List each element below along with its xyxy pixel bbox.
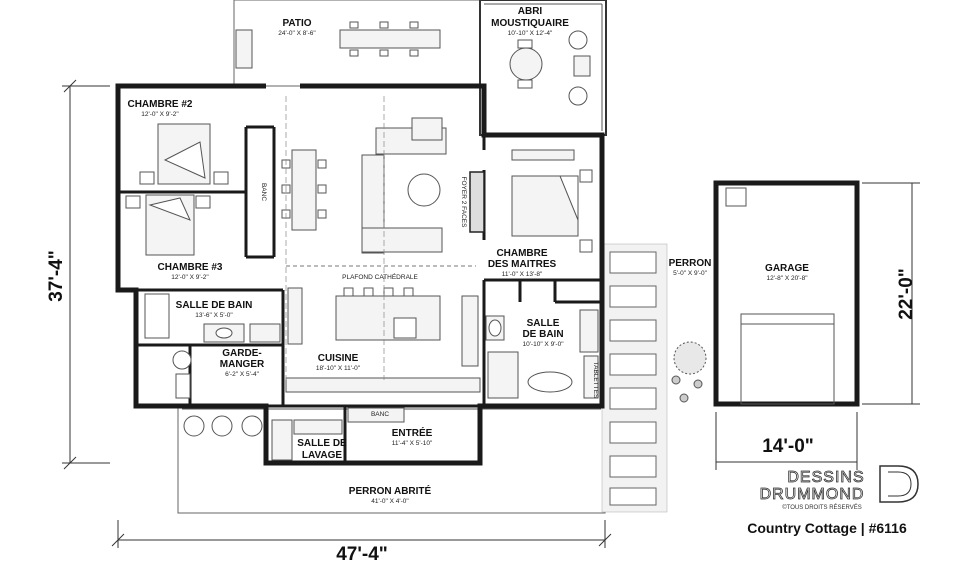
salle-bain-maitre-dims: 10'-10" X 9'-0"	[522, 341, 564, 348]
entree-label: ENTRÉE	[392, 426, 433, 439]
cuisine-label: CUISINE	[318, 353, 359, 364]
dimension-garage-width	[715, 412, 858, 470]
tablettes-label: TABLETTES	[592, 362, 599, 399]
brand-copyright: ©TOUS DROITS RÉSERVÉS	[782, 504, 862, 511]
perron-dims: 5'-0" X 9'-0"	[673, 270, 708, 277]
garage-walls	[713, 180, 860, 407]
brand-line2: DRUMMOND	[760, 486, 865, 503]
bedroom3-furniture	[125, 194, 211, 256]
bathroom-fixtures	[144, 287, 303, 345]
chambre3-dims: 12'-0" X 9'-2"	[171, 274, 209, 281]
garage-door	[740, 313, 835, 405]
perron-label: PERRON	[669, 258, 712, 269]
chambre2-label: CHAMBRE #2	[127, 99, 192, 110]
plan-name: Country Cottage | #6116	[747, 520, 907, 536]
dining-set	[281, 149, 327, 231]
laundry-fixtures	[271, 407, 405, 461]
chambre-maitres-dims: 11'-0" X 13'-8"	[502, 271, 543, 278]
salle-lavage-label-1: SALLE DE	[297, 438, 347, 449]
fireplace	[469, 171, 485, 233]
garde-manger-label-1: GARDE-	[222, 348, 261, 359]
garde-manger-label-2: MANGER	[220, 359, 265, 370]
brand-logo	[879, 465, 919, 503]
salle-bain-dims: 13'-6" X 5'-0"	[195, 312, 233, 319]
chambre3-label: CHAMBRE #3	[157, 262, 222, 273]
salle-lavage-label-2: LAVAGE	[302, 450, 343, 461]
patio-label: PATIO	[282, 18, 311, 29]
porch-chairs	[183, 415, 263, 437]
patio-furniture	[235, 21, 591, 106]
bedroom2-furniture	[139, 123, 229, 185]
master-bath-fixtures	[485, 309, 599, 399]
brand-line1: DESSINS	[787, 469, 864, 486]
chambre2-dims: 12'-0" X 9'-2"	[141, 111, 179, 118]
dim-garage-width-label: 14'-0"	[762, 436, 814, 457]
abri-dims: 10'-10" X 12'-4"	[508, 30, 553, 37]
banc-vertical-label: BANC	[260, 183, 267, 201]
entree-dims: 11'-4" X 5'-10"	[392, 440, 433, 447]
garde-manger-dims: 6'-2" X 5'-4"	[225, 371, 260, 378]
chambre-maitres-label-2: DES MAITRES	[488, 259, 557, 270]
dim-bottom-label: 47'-4"	[336, 544, 388, 565]
plafond-label: PLAFOND CATHÉDRALE	[342, 272, 418, 281]
salle-bain-label: SALLE DE BAIN	[176, 300, 253, 311]
abri-label-2: MOUSTIQUAIRE	[491, 18, 569, 29]
main-exterior-wall	[115, 83, 605, 466]
perron-abrite-label: PERRON ABRITÉ	[349, 484, 432, 497]
salle-bain-maitre-label-1: SALLE	[527, 318, 560, 329]
garage-label: GARAGE	[765, 263, 809, 274]
living-furniture	[361, 117, 447, 254]
patio-dims: 24'-0" X 8'-6"	[278, 30, 316, 37]
cuisine-dims: 18'-10" X 11'-0"	[316, 365, 361, 372]
dimension-garage-height	[862, 182, 920, 405]
abri-label-1: ABRI	[518, 6, 543, 17]
landscaping	[671, 341, 707, 403]
kitchen-island	[285, 287, 481, 393]
stepping-stones	[609, 251, 657, 506]
salle-bain-maitre-label-2: DE BAIN	[522, 329, 563, 340]
pantry-fixtures	[172, 350, 192, 399]
dimension-left	[62, 79, 110, 470]
dimension-bottom	[111, 520, 612, 548]
banc-entree-label: BANC	[371, 411, 389, 418]
perron-abrite-dims: 41'-0" X 4'-0"	[371, 498, 409, 505]
foyer-label: FOYER 2 FACES	[460, 177, 467, 229]
dim-left-label: 37'-4"	[46, 250, 67, 302]
dim-garage-height-label: 22'-0"	[896, 268, 917, 320]
chambre-maitres-label-1: CHAMBRE	[496, 248, 547, 259]
garage-dims: 12'-8" X 20'-8"	[766, 275, 808, 282]
master-furniture	[511, 149, 593, 253]
